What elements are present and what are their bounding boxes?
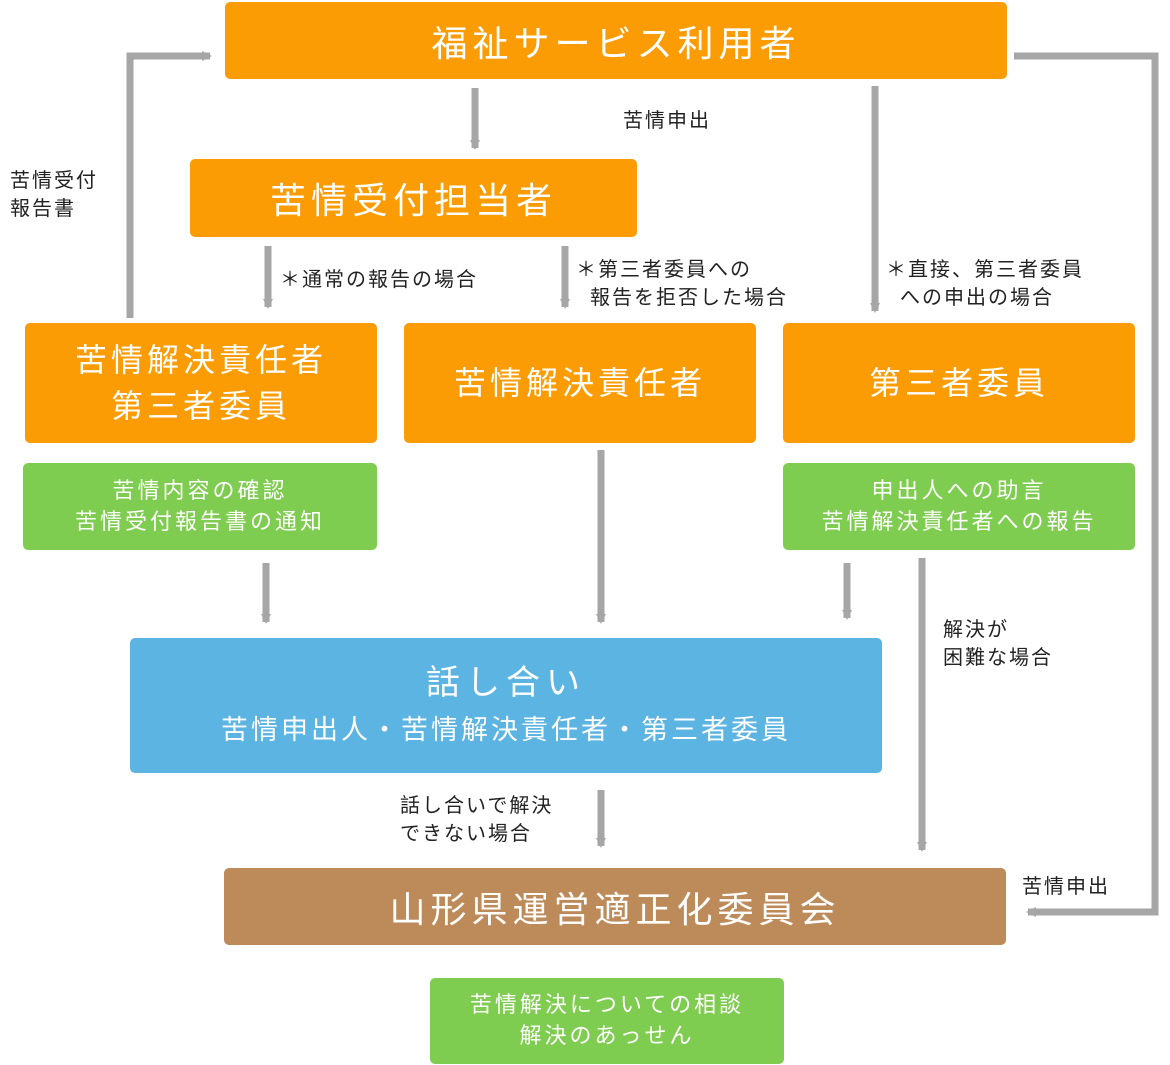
box-resolver-line: 苦情解決責任者 xyxy=(74,341,327,379)
box-discussion-members: 苦情申出人・苦情解決責任者・第三者委員 xyxy=(221,714,791,746)
label-normal-report: ＊通常の報告の場合 xyxy=(280,265,478,293)
label-refuse-report-line-1: ＊第三者委員への xyxy=(576,257,752,281)
box-confirm-line-2: 苦情受付報告書の通知 xyxy=(74,509,325,535)
box-resolver-and-committee: 苦情解決責任者 第三者委員 xyxy=(25,323,377,443)
label-refuse-report-line-2: 報告を拒否した場合 xyxy=(590,285,788,309)
box-complaint-resolver: 苦情解決責任者 xyxy=(404,323,756,443)
box-third-party-committee: 第三者委員 xyxy=(783,323,1135,443)
label-direct-line-1: ＊直接、第三者委員 xyxy=(886,257,1084,281)
box-discussion-title: 話し合い xyxy=(426,662,586,703)
label-complaint-top-text: 苦情申出 xyxy=(623,108,711,132)
box-advice-report: 申出人への助言 苦情解決責任者への報告 xyxy=(783,463,1135,550)
label-report-doc-line-2: 報告書 xyxy=(10,196,76,220)
box-confirm-content: 苦情内容の確認 苦情受付報告書の通知 xyxy=(23,463,377,550)
label-direct: ＊直接、第三者委員 への申出の場合 xyxy=(886,255,1084,311)
box-discussion: 話し合い 苦情申出人・苦情解決責任者・第三者委員 xyxy=(130,638,882,773)
box-welfare-user: 福祉サービス利用者 xyxy=(225,2,1007,79)
label-report-doc: 苦情受付 報告書 xyxy=(10,166,98,222)
label-difficult: 解決が 困難な場合 xyxy=(943,615,1053,671)
box-prefecture-committee: 山形県運営適正化委員会 xyxy=(224,868,1006,945)
label-difficult-line-1: 解決が xyxy=(943,617,1009,641)
box-prefecture-committee-text: 山形県運営適正化委員会 xyxy=(389,889,841,931)
box-committee-line: 第三者委員 xyxy=(110,387,291,425)
label-unresolved-line-1: 話し合いで解決 xyxy=(400,793,554,817)
label-unresolved-line-2: できない場合 xyxy=(400,821,532,845)
label-direct-line-2: への申出の場合 xyxy=(900,285,1054,309)
label-difficult-line-2: 困難な場合 xyxy=(943,645,1053,669)
label-complaint-bottom-text: 苦情申出 xyxy=(1022,874,1110,898)
box-consultation: 苦情解決についての相談 解決のあっせん xyxy=(430,978,784,1064)
box-advice-line-1: 申出人への助言 xyxy=(871,478,1047,504)
box-consultation-line-2: 解決のあっせん xyxy=(519,1024,695,1049)
box-confirm-line-1: 苦情内容の確認 xyxy=(112,478,288,504)
box-complaint-reception: 苦情受付担当者 xyxy=(190,159,637,237)
box-consultation-line-1: 苦情解決についての相談 xyxy=(469,993,745,1018)
label-refuse-report: ＊第三者委員への 報告を拒否した場合 xyxy=(576,255,788,311)
box-complaint-reception-text: 苦情受付担当者 xyxy=(269,181,557,222)
label-complaint-bottom: 苦情申出 xyxy=(1022,872,1110,900)
box-third-party-committee-text: 第三者委員 xyxy=(868,364,1049,402)
label-unresolved: 話し合いで解決 できない場合 xyxy=(400,791,553,847)
box-welfare-user-text: 福祉サービス利用者 xyxy=(431,23,801,65)
box-complaint-resolver-text: 苦情解決責任者 xyxy=(453,364,706,402)
label-complaint-top: 苦情申出 xyxy=(623,106,711,134)
label-report-doc-line-1: 苦情受付 xyxy=(10,168,98,192)
box-advice-line-2: 苦情解決責任者への報告 xyxy=(821,509,1097,535)
label-normal-report-text: ＊通常の報告の場合 xyxy=(280,267,478,291)
